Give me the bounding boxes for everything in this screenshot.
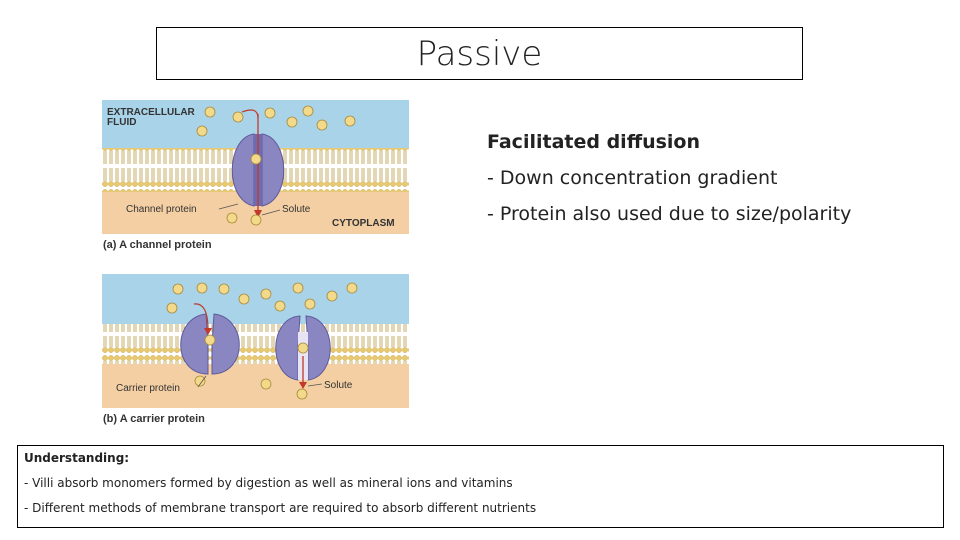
notes-bullet: - Down concentration gradient <box>487 160 851 196</box>
solute-label-b: Solute <box>324 380 353 391</box>
slide-title-box: Passive <box>156 27 803 80</box>
understanding-title: Understanding: <box>24 451 937 465</box>
understanding-box: Understanding: - Villi absorb monomers f… <box>17 445 944 528</box>
facilitated-diffusion-notes: Facilitated diffusion - Down concentrati… <box>487 124 851 232</box>
carrier-protein-label: Carrier protein <box>116 383 180 394</box>
extracellular-region-b <box>102 274 409 324</box>
extracellular-label-line2: FLUID <box>107 117 136 128</box>
solute-label-a: Solute <box>282 204 311 215</box>
caption-channel-protein: (a) A channel protein <box>103 239 212 251</box>
notes-bullet: - Protein also used due to size/polarity <box>487 196 851 232</box>
notes-heading: Facilitated diffusion <box>487 124 851 160</box>
carrier-protein-diagram: Carrier protein Solute <box>102 274 409 408</box>
channel-protein-label: Channel protein <box>126 204 197 215</box>
understanding-item: - Villi absorb monomers formed by digest… <box>24 476 937 490</box>
cytoplasm-label: CYTOPLASM <box>332 218 395 229</box>
slide-title: Passive <box>417 34 543 74</box>
channel-protein-diagram: EXTRACELLULAR FLUID Channel protein Solu… <box>102 100 409 234</box>
understanding-item: - Different methods of membrane transpor… <box>24 501 937 515</box>
lipid-bilayer-b <box>102 324 409 364</box>
caption-carrier-protein: (b) A carrier protein <box>103 413 205 425</box>
